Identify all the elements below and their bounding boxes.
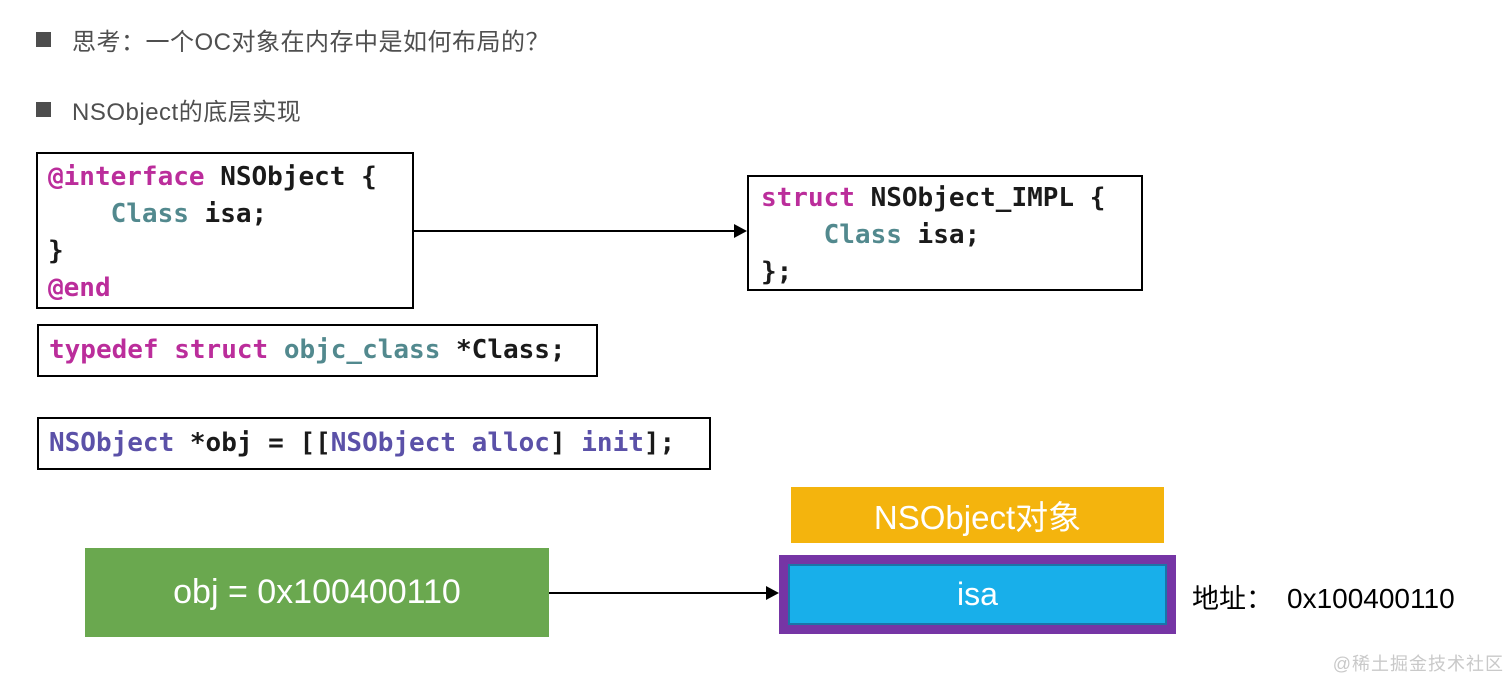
arrow-line bbox=[549, 592, 768, 594]
nsobject-object-label-text: NSObject对象 bbox=[873, 499, 1082, 536]
bullet-square-icon bbox=[36, 32, 51, 47]
isa-cell-text: isa bbox=[957, 576, 998, 612]
code-box-alloc-init: NSObject *obj = [[NSObject alloc] init]; bbox=[37, 417, 711, 470]
bullet-item-think: 思考：一个OC对象在内存中是如何布局的？ bbox=[36, 22, 550, 57]
arrow-head-icon bbox=[766, 586, 779, 600]
isa-memory-outer: isa bbox=[779, 555, 1176, 634]
arrow-line bbox=[414, 230, 736, 232]
obj-pointer-box: obj = 0x100400110 bbox=[85, 548, 549, 637]
arrow-interface-to-struct bbox=[414, 224, 747, 238]
code-box-struct-impl: struct NSObject_IMPL { Class isa;}; bbox=[747, 175, 1143, 291]
address-value: 0x100400110 bbox=[1287, 583, 1455, 614]
isa-memory-cell: isa bbox=[788, 564, 1167, 625]
bullet-item-nsobject-impl: NSObject的底层实现 bbox=[36, 92, 301, 127]
address-label: 地址： bbox=[1192, 584, 1273, 615]
code-box-typedef: typedef struct objc_class *Class; bbox=[37, 324, 598, 377]
arrow-head-icon bbox=[734, 224, 747, 238]
bullet-text-nsobject-impl: NSObject的底层实现 bbox=[72, 99, 302, 126]
arrow-obj-to-isa bbox=[549, 586, 779, 600]
watermark-text: @稀土掘金技术社区 bbox=[1332, 654, 1504, 674]
bullet-text-think: 思考：一个OC对象在内存中是如何布局的？ bbox=[72, 29, 550, 56]
address-annotation: 地址： 0x100400110 bbox=[1192, 577, 1455, 616]
bullet-square-icon bbox=[36, 102, 51, 117]
nsobject-object-label: NSObject对象 bbox=[791, 487, 1164, 543]
obj-pointer-text: obj = 0x100400110 bbox=[173, 573, 461, 611]
code-box-interface: @interface NSObject { Class isa;}@end bbox=[36, 152, 414, 309]
